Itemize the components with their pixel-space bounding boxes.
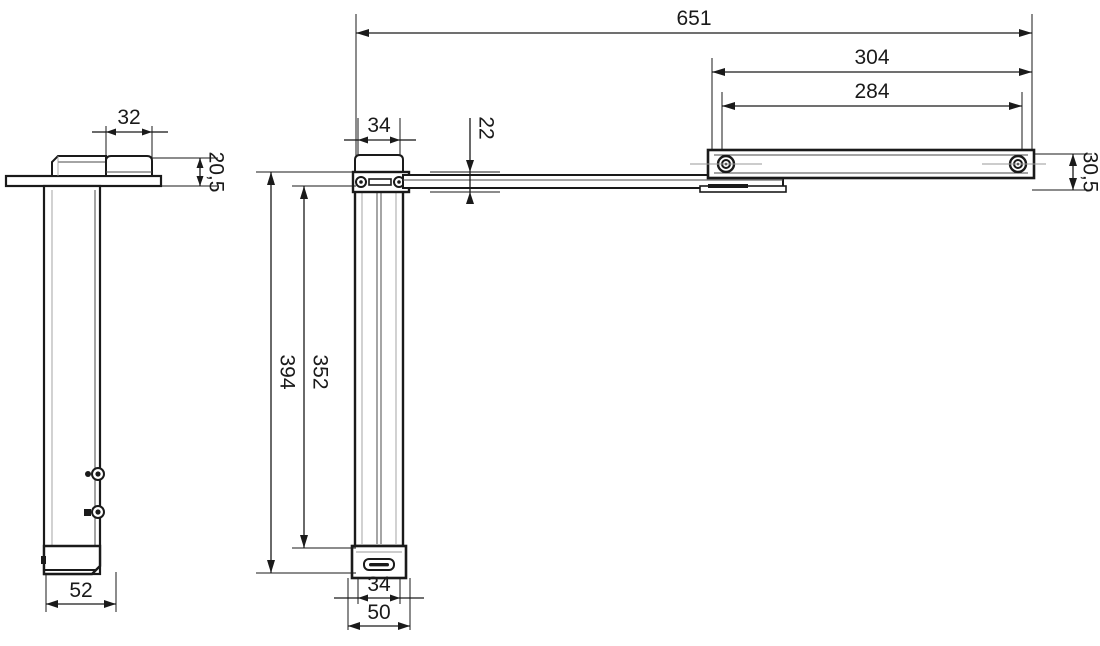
dim-label-overall-reach: 651 (676, 7, 711, 30)
dim-label-column-height-inner: 352 (309, 354, 332, 389)
dim-head-inner: 284 (722, 80, 1022, 110)
dim-label-side-top-width: 32 (117, 106, 140, 129)
side-base-foot (41, 544, 102, 576)
dim-column-height-total: 394 (256, 171, 356, 574)
front-base (350, 544, 408, 580)
dim-column-height-inner: 352 (292, 185, 356, 549)
dim-base-width: 50 (348, 601, 410, 630)
side-top-boss (105, 155, 153, 177)
dim-label-head-inner: 284 (854, 80, 889, 103)
side-arm-plate (4, 174, 163, 188)
front-view: 651 304 284 30,5 (256, 7, 1100, 630)
front-column-cap (354, 154, 404, 173)
dim-head-outer: 304 (712, 46, 1032, 76)
side-column (42, 184, 102, 576)
dim-label-side-base-width: 52 (69, 579, 92, 602)
dim-label-base-width: 50 (367, 601, 390, 624)
dim-label-side-top-height: 20,5 (205, 152, 228, 193)
dim-label-head-outer: 304 (854, 46, 889, 69)
dim-overall-reach: 651 (356, 7, 1032, 37)
dim-head-height: 30,5 (1069, 152, 1100, 193)
dim-side-top-height: 20,5 (196, 152, 228, 193)
dim-arm-height: 22 (466, 116, 498, 204)
front-extension-lines (347, 14, 1092, 630)
dim-side-top-width: 32 (92, 106, 168, 136)
dim-column-width-top: 34 (344, 114, 416, 144)
front-column (353, 184, 405, 548)
dim-side-base-width: 52 (46, 579, 116, 608)
side-port-details (84, 467, 105, 519)
dim-label-column-height-total: 394 (276, 354, 299, 389)
front-led-head (690, 148, 1046, 180)
side-hinge-block (51, 155, 107, 177)
dim-label-arm-height: 22 (475, 116, 498, 139)
side-view: 32 20,5 52 (4, 106, 228, 612)
dim-label-column-width-bottom: 34 (367, 573, 391, 596)
dim-column-width-bottom: 34 (334, 573, 424, 602)
dim-label-column-width-top: 34 (367, 114, 391, 137)
dim-label-head-height: 30,5 (1079, 152, 1100, 193)
front-arm (402, 174, 787, 193)
front-hinge-block (351, 170, 411, 194)
